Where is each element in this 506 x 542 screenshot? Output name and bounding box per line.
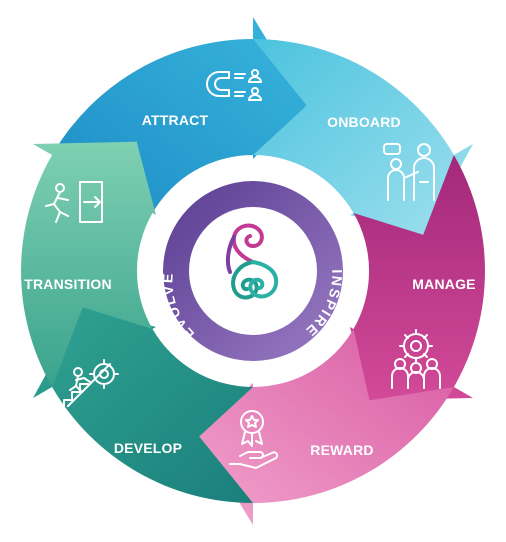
exit-door-icon [45, 181, 103, 223]
stage-arrow-manage [350, 155, 485, 401]
core-center [189, 207, 317, 335]
award-hand-icon [229, 410, 279, 469]
team-gear-icon [391, 329, 441, 389]
stage-label-manage: MANAGE [412, 276, 475, 292]
stage-arrow-reward [199, 329, 454, 525]
stage-label-reward: REWARD [310, 442, 373, 458]
stage-arrow-onboard [253, 39, 473, 235]
triskele-spiral-icon [225, 223, 279, 300]
stage-label-develop: DEVELOP [114, 440, 182, 456]
magnet-people-icon [206, 69, 262, 101]
core-circle [157, 175, 349, 367]
stage-arrow-attract [52, 17, 307, 213]
stage-label-transition: TRANSITION [24, 276, 112, 292]
mentor-people-icon [383, 143, 435, 201]
stage-label-attract: ATTRACT [142, 112, 209, 128]
stage-label-onboard: ONBOARD [327, 114, 401, 130]
stage-arrow-develop [33, 307, 253, 503]
climb-gear-icon [63, 359, 119, 411]
